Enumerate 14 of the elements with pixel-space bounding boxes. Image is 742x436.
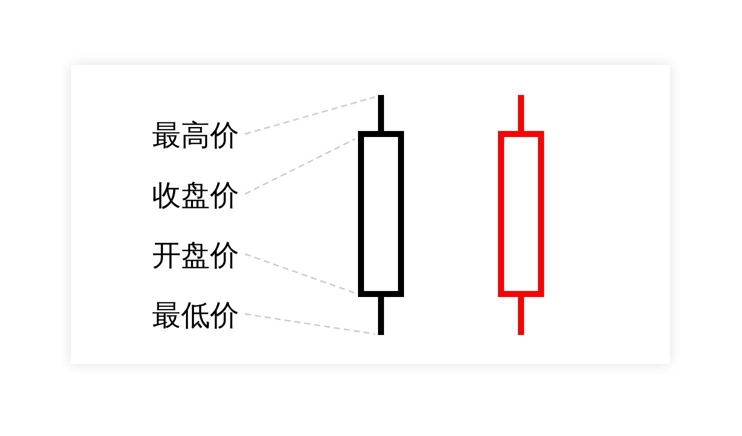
price-label: 最高价 (152, 118, 239, 152)
leader-line (244, 253, 356, 294)
candle-body (498, 131, 544, 297)
leader-line (244, 138, 356, 195)
leader-line (244, 96, 376, 135)
candle-lower-wick (518, 296, 524, 335)
candle-upper-wick (378, 95, 384, 132)
price-label: 收盘价 (152, 178, 239, 212)
candle-lower-wick (378, 296, 384, 335)
price-label: 开盘价 (152, 238, 239, 272)
candle-body (358, 131, 404, 297)
price-label: 最低价 (152, 298, 239, 332)
candle-upper-wick (518, 95, 524, 132)
leader-line (244, 313, 376, 335)
